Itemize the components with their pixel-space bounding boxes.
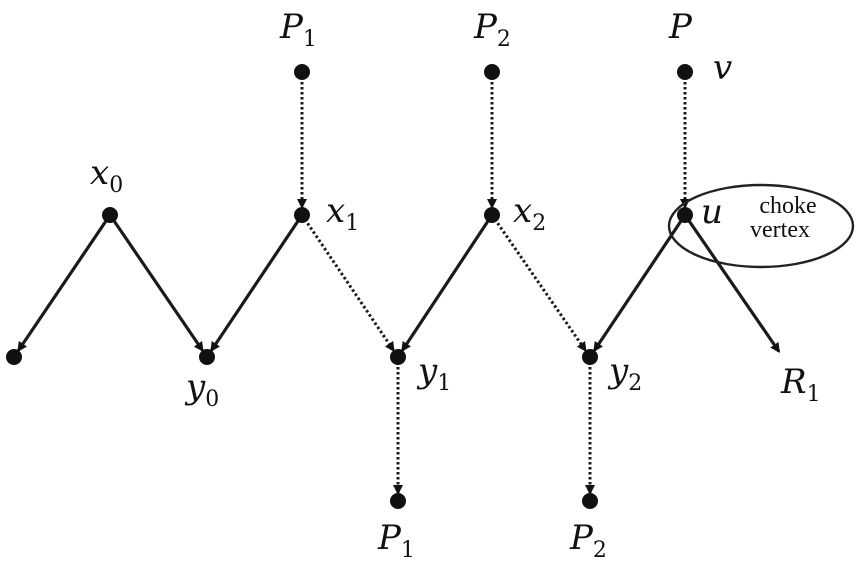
node-v	[677, 64, 693, 80]
label-y1: y1	[416, 351, 451, 396]
label-r1: R1	[780, 362, 821, 407]
edge-u-to-R1	[683, 214, 781, 353]
node-P1-bottom	[390, 493, 406, 509]
edge-x1-to-y1	[300, 214, 395, 353]
edges-layer	[17, 72, 781, 495]
edge-u-to-y2	[593, 214, 687, 353]
node-x1	[294, 207, 310, 223]
label-x1: x1	[326, 191, 359, 236]
labels-layer: x0 y0 x1 y1 x2 y2 u v P1 P2	[90, 7, 821, 563]
node-y2	[582, 349, 598, 365]
edge-x2-to-y2	[490, 214, 587, 353]
label-x2: x2	[513, 191, 546, 236]
node-x2	[484, 207, 500, 223]
node-P1-top	[294, 64, 310, 80]
label-p-top: P	[668, 7, 693, 47]
node-y0	[199, 349, 215, 365]
label-p1-bottom: P1	[377, 518, 415, 563]
label-y2: y2	[607, 351, 642, 396]
edge-x2-to-y1	[401, 214, 494, 352]
node-P2-bottom	[582, 493, 598, 509]
choke-label-line2: vertex	[750, 217, 810, 243]
node-x0	[102, 207, 118, 223]
label-y0: y0	[184, 367, 219, 412]
edge-x0-to-y0	[108, 214, 204, 353]
node-u	[677, 207, 693, 223]
edge-x0-to-leaf-left	[17, 214, 112, 353]
label-p1-top: P1	[279, 7, 317, 52]
label-v: v	[713, 48, 732, 88]
nodes-layer	[6, 64, 693, 509]
label-u: u	[701, 192, 723, 232]
node-leaf-left	[6, 349, 22, 365]
edge-x1-to-y0	[210, 214, 304, 353]
node-y1	[390, 349, 406, 365]
label-p2-bottom: P2	[569, 518, 607, 563]
label-p2-top: P2	[473, 7, 511, 52]
choke-label-line1: choke	[759, 193, 816, 219]
label-x0: x0	[90, 153, 123, 198]
choke-vertex-ellipse	[667, 183, 855, 269]
node-P2-top	[484, 64, 500, 80]
